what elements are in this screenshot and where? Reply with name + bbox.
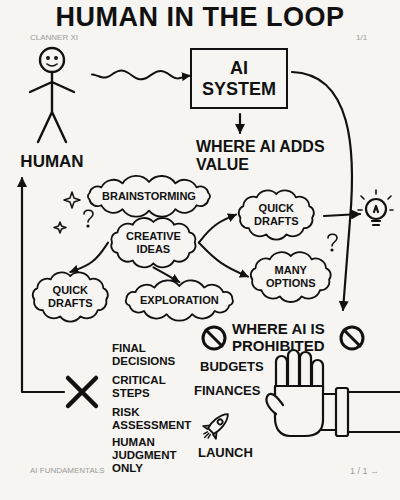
idea-cloud: BRAINSTORMING <box>84 178 214 215</box>
section-heading: WHERE AI ADDS VALUE <box>196 138 346 175</box>
watermark: AI FUNDAMENTALS <box>30 466 105 475</box>
watermark: CLANNER XI <box>30 33 78 42</box>
node-text: BRAINSTORMING <box>102 190 196 203</box>
connector-arrow <box>92 71 190 80</box>
list-item: CRITICAL STEPS <box>112 374 192 400</box>
node-text: QUICK DRAFTS <box>48 284 93 309</box>
prohibited-symbol <box>341 327 363 349</box>
rocket-icon <box>198 408 234 444</box>
connector-arrow <box>70 243 108 272</box>
idea-cloud: MANY OPTIONS <box>248 252 334 301</box>
idea-cloud: QUICK DRAFTS <box>236 190 317 239</box>
down-arrow <box>239 114 241 133</box>
idea-arrow <box>324 214 360 216</box>
page-number: 1 / 1 → <box>350 466 379 476</box>
list-item: LAUNCH <box>198 446 253 461</box>
node-text: EXPLORATION <box>140 294 219 307</box>
section-heading: WHERE AI IS PROHIBITED <box>232 320 342 355</box>
diagram-title: HUMAN IN THE LOOP <box>0 2 400 33</box>
node-text: HUMAN <box>20 152 83 172</box>
system-box: AI SYSTEM <box>190 48 288 109</box>
connector-arrow <box>199 243 248 277</box>
human-figure: HUMAN <box>12 42 92 172</box>
sparkle-star <box>54 192 80 233</box>
stop-hand <box>266 350 400 436</box>
list-item: FINANCES <box>194 384 260 399</box>
list-item: FINAL DECISIONS <box>112 342 192 368</box>
connector-arrow <box>199 215 236 243</box>
node-text: QUICK DRAFTS <box>254 202 299 227</box>
list-item: RISK ASSESSMENT <box>112 406 196 432</box>
lightbulb-icon <box>358 190 393 225</box>
node-text: MANY OPTIONS <box>266 264 316 289</box>
list-item: HUMAN JUDGMENT ONLY <box>112 436 184 476</box>
prohibited-symbol <box>203 327 225 349</box>
x-mark <box>68 378 96 406</box>
idea-cloud: CREATIVE IDEAS <box>108 218 199 267</box>
page-number: 1/1 <box>356 33 367 42</box>
node-text: AI SYSTEM <box>202 58 276 99</box>
node-text: CREATIVE IDEAS <box>126 230 181 255</box>
list-item: BUDGETS <box>200 360 264 375</box>
idea-cloud: EXPLORATION <box>122 282 237 319</box>
idea-cloud: QUICK DRAFTS <box>30 272 111 321</box>
